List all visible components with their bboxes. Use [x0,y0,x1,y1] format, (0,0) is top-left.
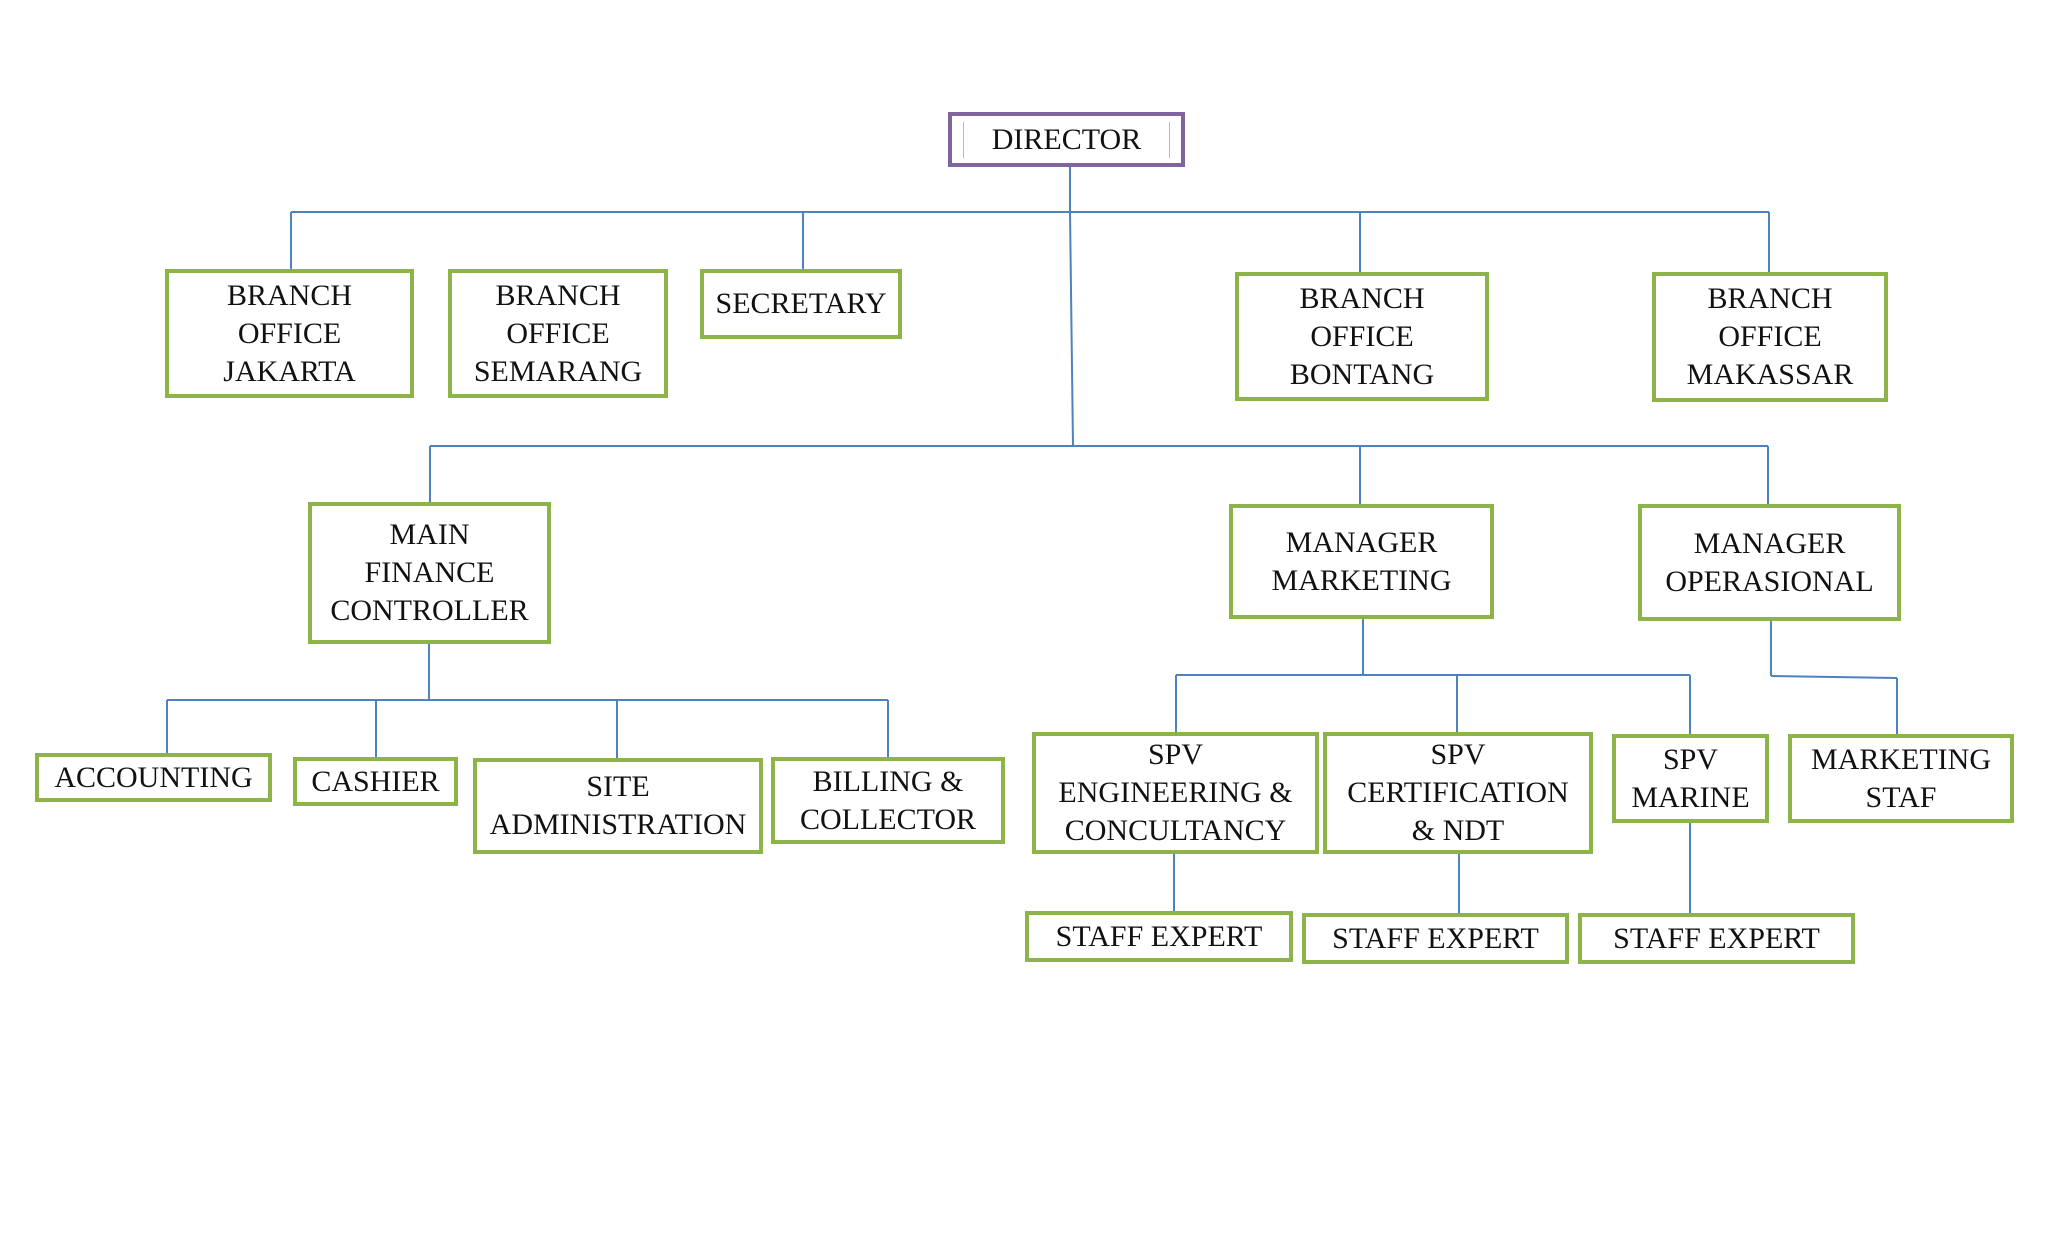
node-marketing-staf: MARKETING STAF [1788,734,2014,823]
node-spv-certification-ndt: SPV CERTIFICATION & NDT [1323,732,1593,854]
node-staff-expert-certification: STAFF EXPERT [1302,913,1569,964]
node-spv-marine: SPV MARINE [1612,734,1769,823]
node-branch-office-bontang: BRANCH OFFICE BONTANG [1235,272,1489,401]
node-spv-engineering-concultancy: SPV ENGINEERING & CONCULTANCY [1032,732,1319,854]
node-site-administration: SITE ADMINISTRATION [473,758,763,854]
node-branch-office-makassar: BRANCH OFFICE MAKASSAR [1652,272,1888,402]
node-main-finance-controller: MAIN FINANCE CONTROLLER [308,502,551,644]
node-secretary: SECRETARY [700,269,902,339]
node-director: DIRECTOR [948,112,1185,167]
node-label: DIRECTOR [962,121,1171,158]
node-branch-office-semarang: BRANCH OFFICE SEMARANG [448,269,668,398]
node-manager-operasional: MANAGER OPERASIONAL [1638,504,1901,621]
node-staff-expert-engineering: STAFF EXPERT [1025,911,1293,962]
connector-line [1069,211,1074,447]
node-staff-expert-marine: STAFF EXPERT [1578,913,1855,964]
connector-line [1770,675,1898,679]
node-accounting: ACCOUNTING [35,753,272,802]
node-manager-marketing: MANAGER MARKETING [1229,504,1494,619]
node-cashier: CASHIER [293,757,458,806]
node-billing-collector: BILLING & COLLECTOR [771,757,1005,844]
node-branch-office-jakarta: BRANCH OFFICE JAKARTA [165,269,414,398]
